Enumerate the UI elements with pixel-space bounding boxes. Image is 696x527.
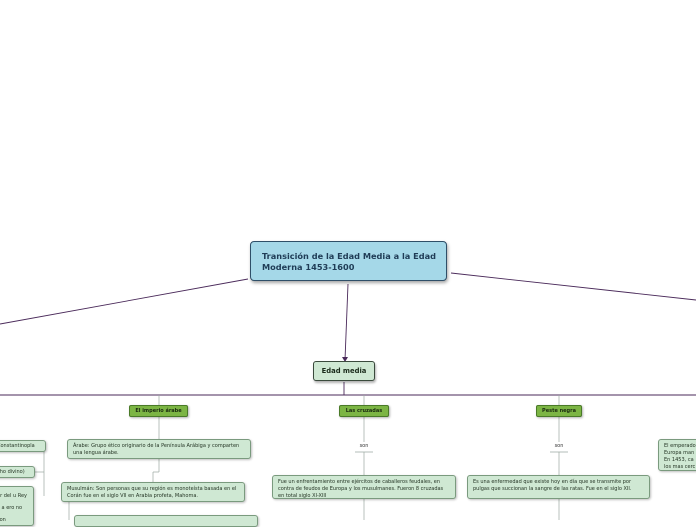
root-to-edad-media [344, 283, 349, 361]
leaf-left-block[interactable]: er del u Rey y a ero no son [0, 486, 34, 526]
leaf-constantinopla[interactable]: Constantinopla [0, 440, 46, 452]
leaf-emperador[interactable]: El emperador Europa man En 1453, ca los … [658, 439, 696, 471]
leaf-partial-bottom[interactable] [74, 515, 258, 527]
leaf-derecho-divino[interactable]: cho divino) [0, 466, 35, 478]
connector-label-cruzadas: son [359, 443, 369, 449]
category-imperio-arabe[interactable]: El imperio árabe [129, 405, 188, 417]
root-left-branch [0, 278, 249, 325]
leaf-peste-description[interactable]: Es una enfermedad que existe hoy en día … [467, 475, 650, 499]
main-topic-edad-media[interactable]: Edad media [313, 361, 375, 381]
leaf-cruzadas-description[interactable]: Fue un enfrentamiento entre ejércitos de… [272, 475, 456, 499]
category-las-cruzadas[interactable]: Las cruzadas [339, 405, 389, 417]
leaf-musulman[interactable]: Musulmán: Son personas que su región es … [61, 482, 245, 502]
leaf-arabe[interactable]: Árabe: Grupo ético originario de la Pení… [67, 439, 251, 459]
connector-label-peste: son [554, 443, 564, 449]
category-peste-negra[interactable]: Peste negra [536, 405, 582, 417]
root-right-branch [450, 272, 696, 301]
arrow-head [342, 357, 348, 362]
root-topic[interactable]: Transición de la Edad Media a la Edad Mo… [250, 241, 447, 281]
